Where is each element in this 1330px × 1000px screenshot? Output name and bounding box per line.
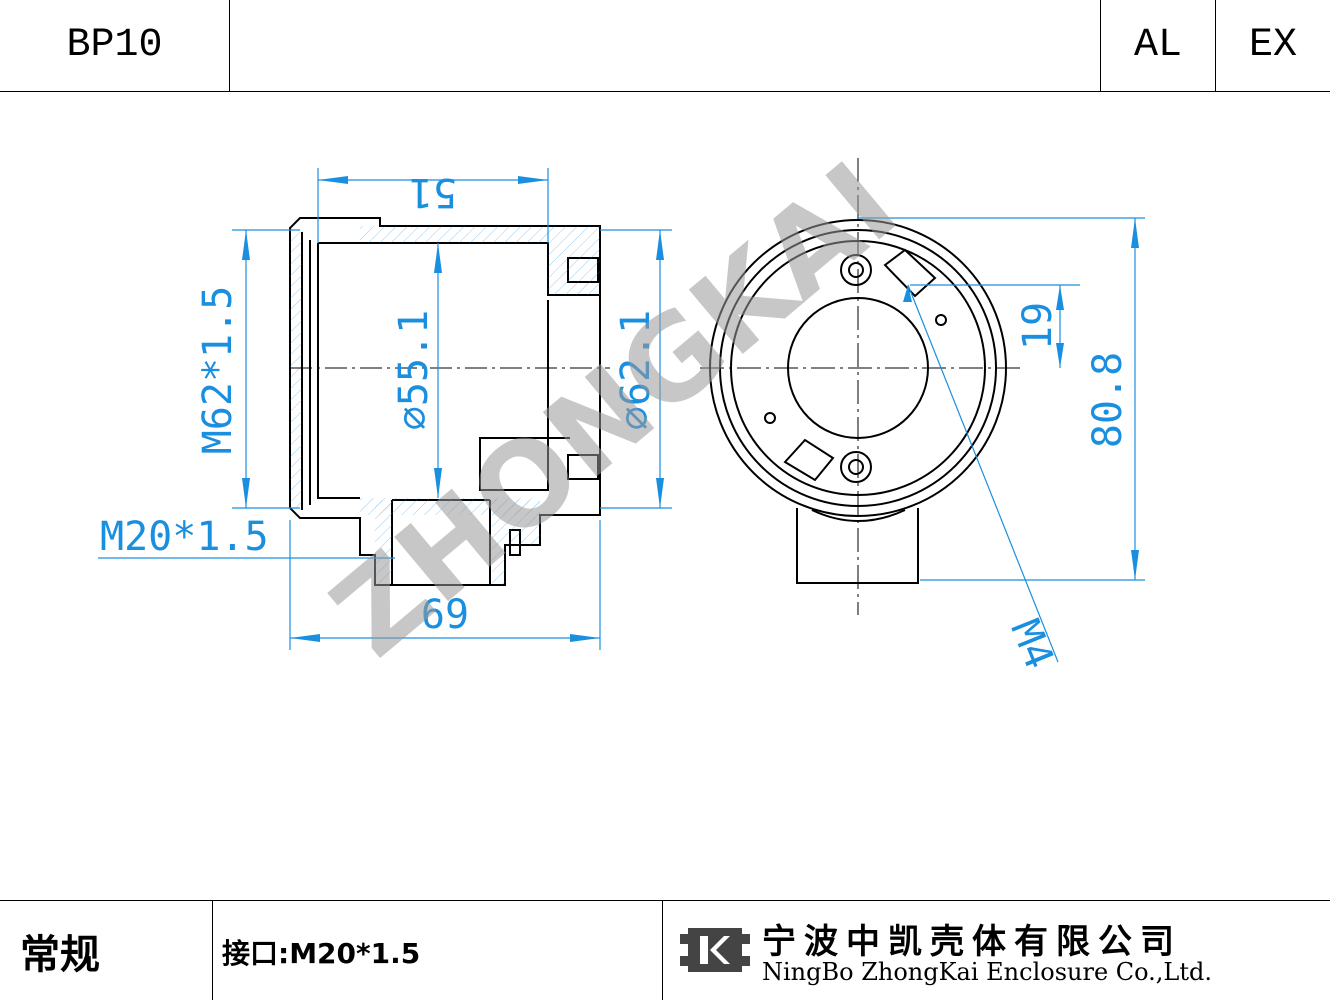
dim-inner-dia: ⌀55.1 [391, 310, 437, 430]
model-label: BP10 [66, 23, 163, 68]
dim-outer-dia: ⌀62.1 [613, 310, 659, 430]
footer-sep-1 [212, 900, 213, 1000]
company-name-en: NingBo ZhongKai Enclosure Co.,Ltd. [762, 958, 1212, 986]
front-dimensions [858, 217, 1145, 663]
dim-length: 69 [421, 592, 469, 638]
material-label: AL [1133, 23, 1182, 68]
front-centerlines [700, 158, 1020, 615]
footer-sep-2 [662, 900, 663, 1000]
dim-height: 80.8 [1085, 352, 1131, 448]
dim-offset: 19 [1015, 302, 1061, 350]
section-dimensions [98, 168, 672, 650]
company-name-cn: 宁波中凯壳体有限公司 [762, 922, 1182, 962]
dim-thread-main: M62*1.5 [195, 286, 241, 455]
dim-depth: 51 [409, 169, 457, 215]
type-box: EX [1215, 0, 1330, 92]
company-logo-icon [680, 928, 750, 972]
dim-screw: M4 [1002, 613, 1063, 675]
footer-port: 接口:M20*1.5 [222, 937, 421, 970]
footer-divider [0, 900, 1330, 901]
type-label: EX [1248, 23, 1297, 68]
header-divider [0, 91, 1330, 92]
dim-thread-port: M20*1.5 [100, 514, 269, 560]
section-hatch [290, 226, 600, 585]
footer-category: 常规 [20, 932, 100, 978]
dimension-texts: 51 M62*1.5 ⌀55.1 ⌀62.1 M20*1.5 69 19 80.… [100, 169, 1131, 675]
